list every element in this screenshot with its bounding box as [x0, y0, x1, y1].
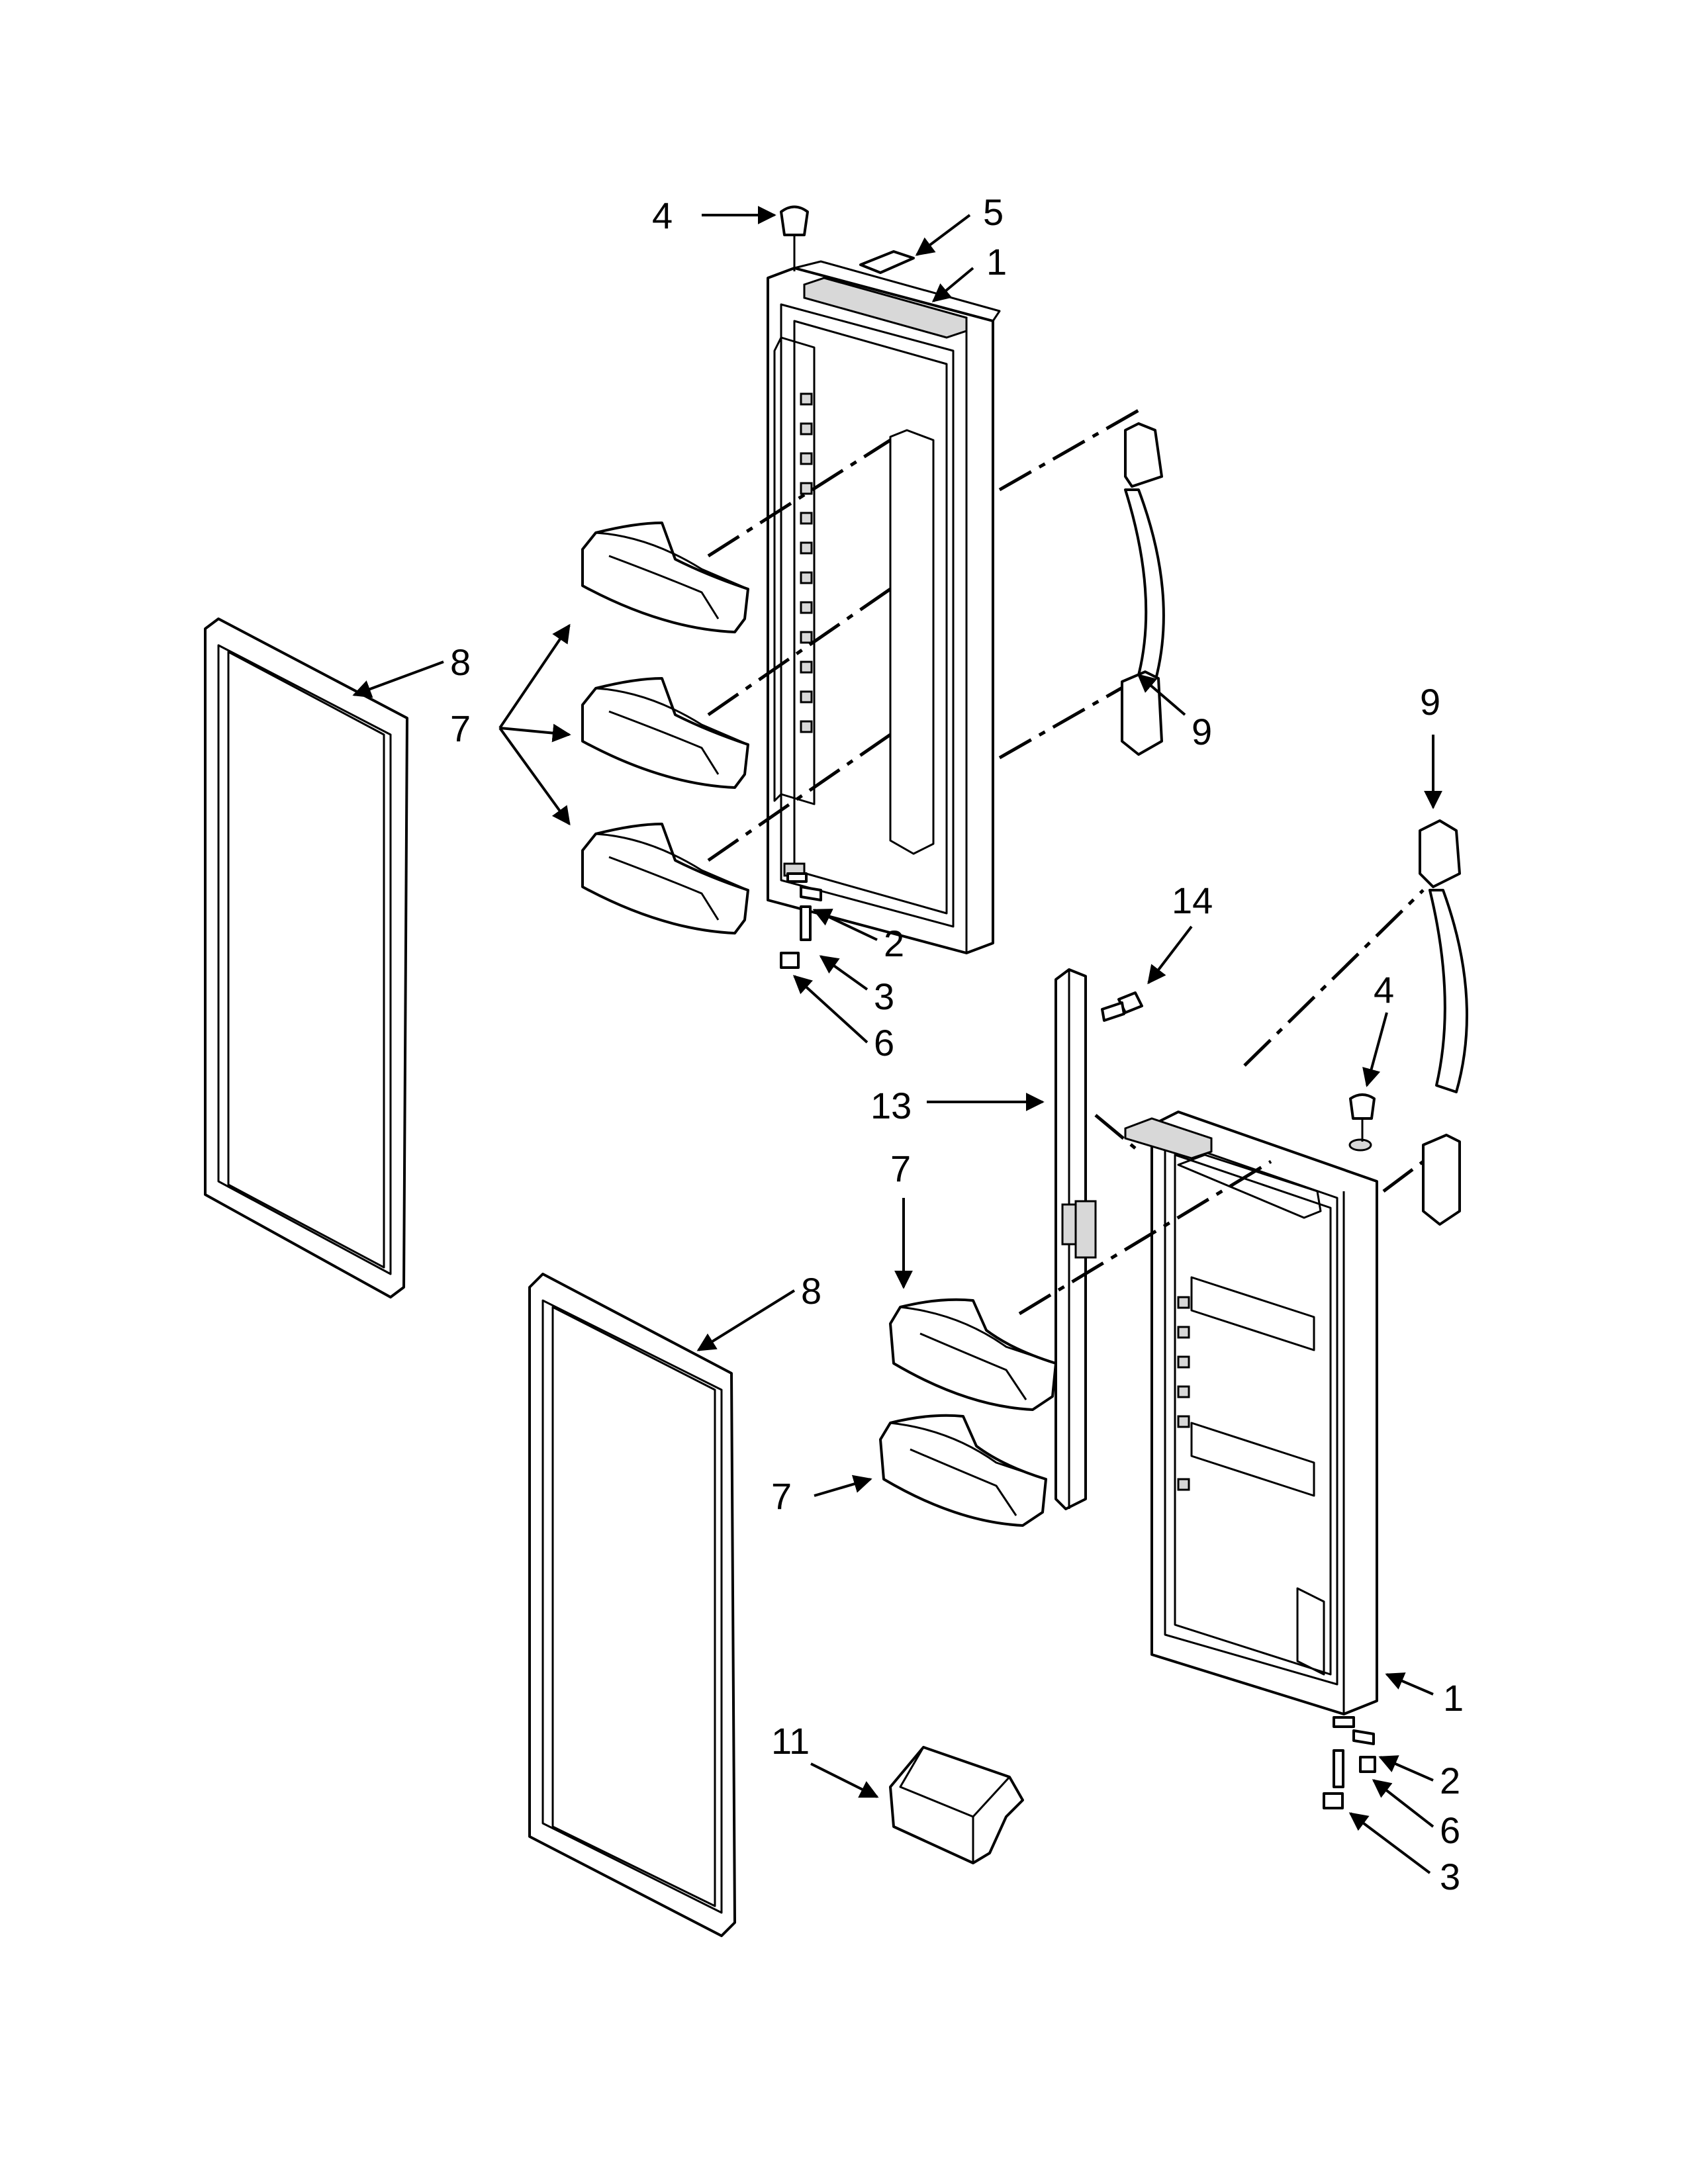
right-door-hinge-pin [1349, 1093, 1376, 1142]
callout-14: 14 [1172, 880, 1213, 921]
lower-right-door [1124, 1111, 1378, 1715]
right-door-handle [1419, 819, 1468, 1226]
callout-5: 5 [983, 191, 1004, 233]
upper-alignment-lines [707, 408, 1140, 862]
callout-7-lower-a: 7 [890, 1148, 911, 1189]
lower-door-bin-2 [879, 1414, 1047, 1527]
callout-13: 13 [870, 1085, 912, 1126]
upper-hinge-hardware [780, 872, 822, 969]
callout-8-upper: 8 [450, 641, 471, 683]
callout-3-bottom: 3 [1440, 1856, 1460, 1897]
callout-8-lower: 8 [801, 1270, 821, 1312]
upper-left-door [767, 260, 1001, 954]
callout-3-top: 3 [874, 976, 894, 1017]
callout-9-right: 9 [1420, 681, 1440, 723]
callout-7-upper: 7 [450, 707, 471, 749]
upper-door-bin-1 [581, 522, 749, 633]
door-dimples-right [1177, 1296, 1190, 1491]
callout-4-top: 4 [652, 195, 673, 236]
upper-door-bin-3 [581, 823, 749, 934]
callout-2-top: 2 [884, 923, 904, 964]
callout-leaders [352, 206, 1442, 1874]
small-storage-bin [889, 1746, 1024, 1864]
callout-6-top: 6 [874, 1022, 894, 1064]
right-handle-alignment [1243, 889, 1425, 1067]
right-handle-alignment-2 [1382, 1160, 1425, 1193]
callout-1-right: 1 [1443, 1677, 1464, 1719]
callout-9-upper: 9 [1192, 711, 1212, 752]
mullion-alignment [1094, 1114, 1137, 1150]
upper-door-gasket [204, 617, 408, 1298]
mullion-screw [1101, 991, 1143, 1022]
callout-4-right: 4 [1374, 969, 1394, 1011]
lower-hinge-hardware [1323, 1716, 1376, 1809]
center-mullion [1055, 968, 1097, 1510]
callout-numbers: 4 5 1 8 7 9 2 3 6 9 14 4 13 7 8 7 1 11 2… [450, 191, 1464, 1897]
lower-bin-alignment [1018, 1160, 1272, 1316]
callout-11: 11 [771, 1720, 810, 1762]
upper-door-handle [1121, 422, 1165, 756]
upper-door-bin-2 [581, 677, 749, 789]
lower-door-gasket [528, 1273, 736, 1937]
top-hinge-pin [780, 205, 809, 271]
callout-6-bottom: 6 [1440, 1809, 1460, 1851]
lower-door-bin-1 [889, 1298, 1057, 1411]
hinge-cover [859, 250, 915, 274]
bin-mounting-dimples [800, 392, 813, 733]
callout-1-top: 1 [986, 241, 1007, 283]
callout-7-lower-b: 7 [771, 1475, 792, 1517]
callout-2-bottom: 2 [1440, 1760, 1460, 1801]
